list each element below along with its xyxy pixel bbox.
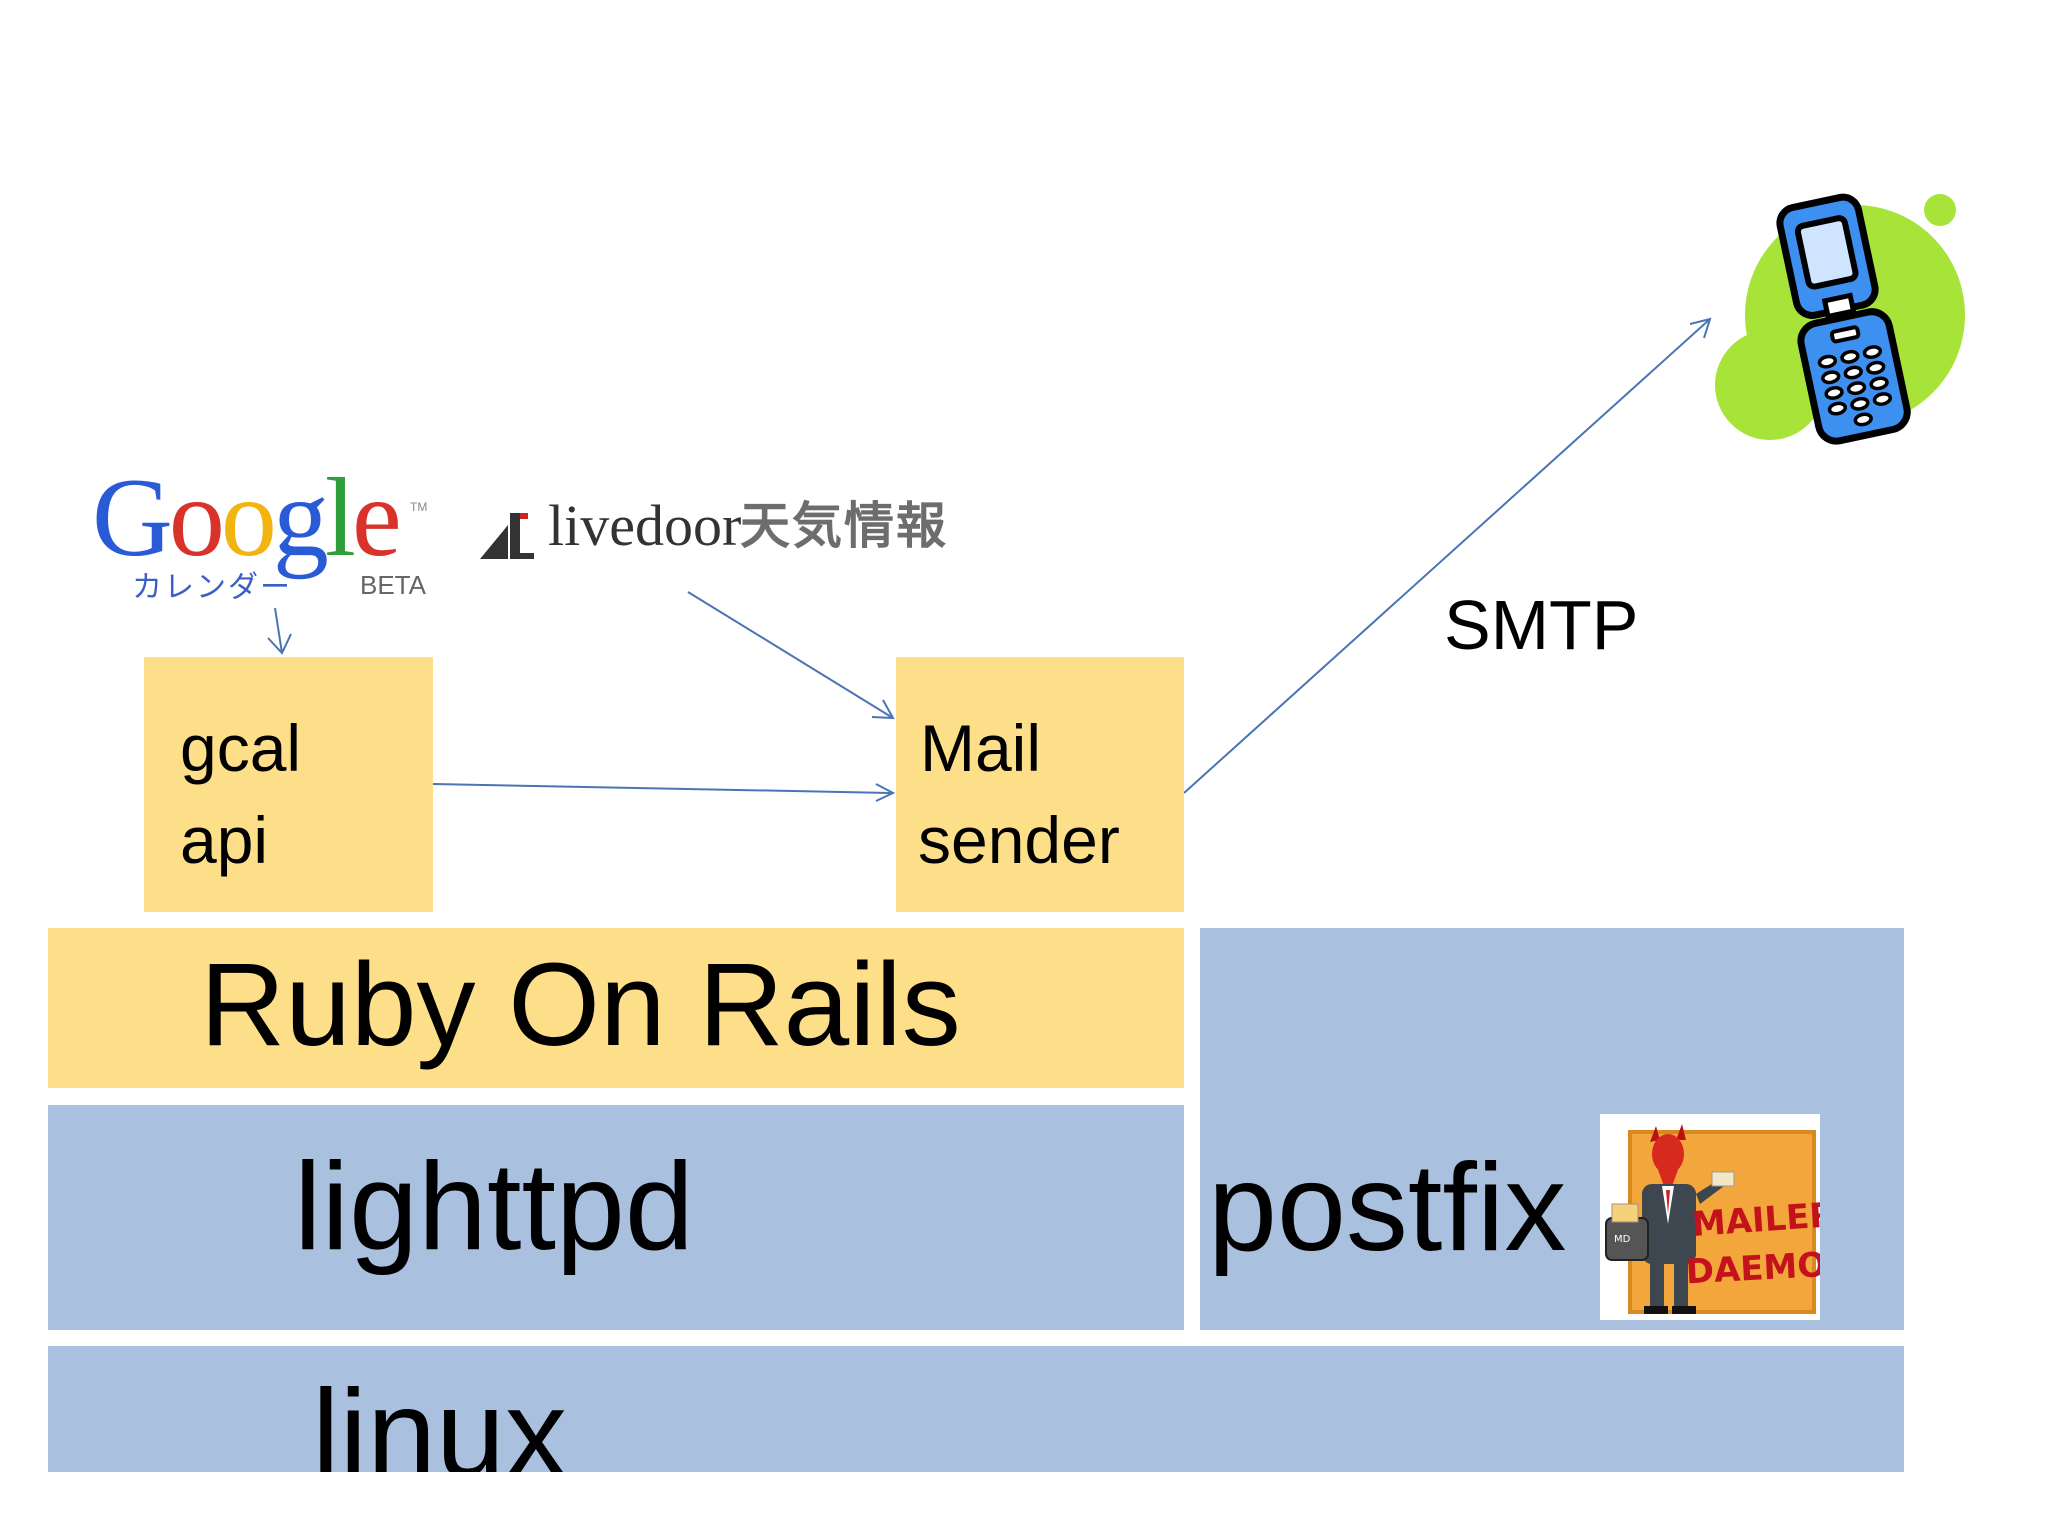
mailer-daemon-bag-label: MD bbox=[1614, 1234, 1631, 1245]
ruby-on-rails-layer: Ruby On Rails bbox=[48, 928, 1184, 1088]
google-beta-label: BETA bbox=[360, 570, 426, 600]
livedoor-wordmark: livedoor bbox=[548, 493, 742, 558]
postfix-label: postfix bbox=[1208, 1139, 1567, 1277]
linux-layer: linux bbox=[48, 1346, 1904, 1472]
livedoor-mark-icon bbox=[480, 513, 534, 559]
mail-sender-label-line2: sender bbox=[918, 803, 1120, 877]
livedoor-weather-label: 天気情報 bbox=[740, 497, 948, 555]
google-calendar-logo: Google TM カレンダー BETA bbox=[92, 456, 428, 604]
mail-sender-box: Mail sender bbox=[896, 657, 1184, 912]
ruby-on-rails-label: Ruby On Rails bbox=[200, 939, 961, 1071]
smtp-label: SMTP bbox=[1444, 586, 1639, 664]
gcal-api-box: gcal api bbox=[144, 657, 433, 912]
mailer-daemon-icon: MD MAILER DAEMON bbox=[1600, 1114, 1820, 1320]
mail-sender-label-line1: Mail bbox=[920, 711, 1042, 785]
livedoor-weather-logo: livedoor 天気情報 bbox=[478, 497, 998, 567]
lighttpd-label: lighttpd bbox=[294, 1138, 694, 1276]
google-wordmark: Google bbox=[92, 456, 402, 580]
gcal-api-label-line1: gcal bbox=[180, 711, 302, 785]
arrow-livedoor-to-mail bbox=[687, 591, 894, 719]
mailer-daemon-line1: MAILER bbox=[1691, 1195, 1820, 1245]
arrow-gcal-to-mail bbox=[432, 783, 894, 794]
arrow-smtp-to-phone bbox=[1183, 318, 1711, 794]
mobile-phone-icon bbox=[1715, 193, 1965, 445]
linux-label: linux bbox=[312, 1365, 568, 1472]
google-calendar-subtitle: カレンダー bbox=[132, 571, 292, 604]
lighttpd-layer: lighttpd bbox=[48, 1105, 1184, 1330]
arrow-google-to-gcal bbox=[274, 607, 283, 654]
mailer-daemon-line2: DAEMON bbox=[1685, 1244, 1820, 1293]
gcal-api-label-line2: api bbox=[180, 803, 269, 877]
